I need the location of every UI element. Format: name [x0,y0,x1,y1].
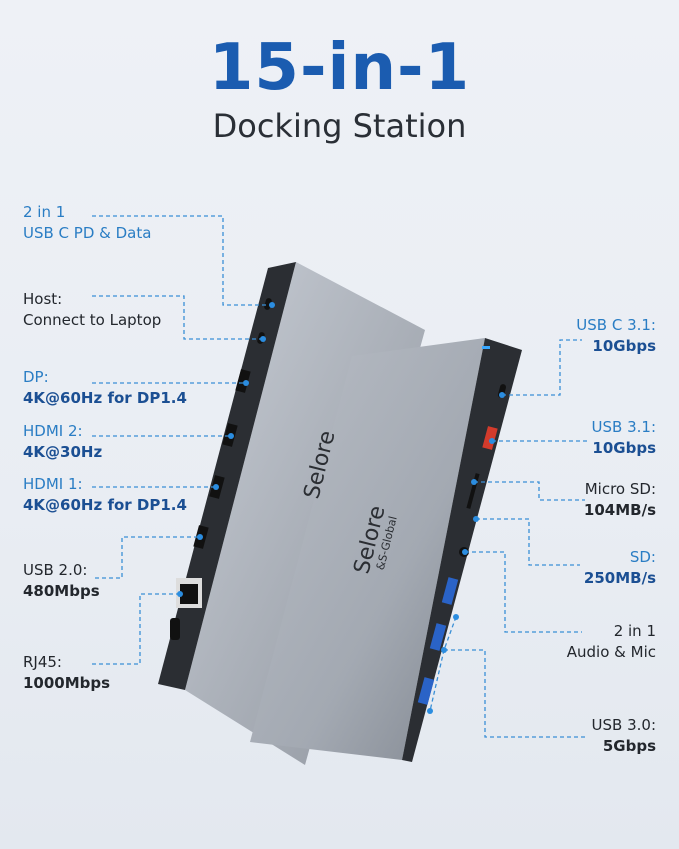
port-name: RJ45: [23,653,62,671]
port-spec: 4K@30Hz [23,443,103,461]
power-led [482,346,490,349]
port-spec: 104MB/s [583,501,656,519]
label-hdmi2: HDMI 2: 4K@30Hz [23,421,102,463]
port-name: USB C 3.1: [576,316,656,334]
label-host: Host: Connect to Laptop [23,289,161,331]
port-spec: 10Gbps [592,439,656,457]
usb-30-port-2 [429,623,447,651]
label-usb2: USB 2.0: 480Mbps [23,560,100,602]
port-spec: 480Mbps [23,582,100,600]
label-hdmi1: HDMI 1: 4K@60Hz for DP1.4 [23,474,187,516]
label-rj45: RJ45: 1000Mbps [23,652,110,694]
port-name: USB 3.0: [591,716,656,734]
label-usb-31: USB 3.1: 10Gbps [592,417,656,459]
port-spec: 1000Mbps [23,674,111,692]
port-spec: Connect to Laptop [23,311,162,329]
label-audio: 2 in 1 Audio & Mic [567,621,656,663]
port-name: HDMI 2: [23,422,83,440]
port-name: USB 3.1: [591,418,656,436]
label-micro-sd: Micro SD: 104MB/s [584,479,656,521]
callout-dots [177,302,505,714]
label-sd: SD: 250MB/s [584,547,656,589]
usb-30-port-1 [441,577,459,605]
port-spec: 4K@60Hz for DP1.4 [23,496,187,514]
usb-30-port-3 [417,677,435,705]
port-name: DP: [23,368,49,386]
port-name: SD: [629,548,656,566]
page-subtitle: Docking Station [212,107,467,145]
port-spec: 5Gbps [602,737,656,755]
usb-31-port [482,426,498,450]
port-name: 2 in 1 [613,622,656,640]
port-spec: Audio & Mic [566,643,656,661]
page-title: 15-in-1 [208,31,471,105]
port-spec: USB C PD & Data [23,224,152,242]
label-usb-c-31: USB C 3.1: 10Gbps [576,315,656,357]
dp-port [235,369,251,393]
port-spec: 10Gbps [592,337,656,355]
port-spec: 250MB/s [583,569,656,587]
port-name: Micro SD: [584,480,656,498]
label-dp: DP: 4K@60Hz for DP1.4 [23,367,187,409]
port-name: USB 2.0: [23,561,88,579]
label-usb-30: USB 3.0: 5Gbps [592,715,656,757]
label-usb-c-pd: 2 in 1 USB C PD & Data [23,202,151,244]
port-name: HDMI 1: [23,475,83,493]
port-name: Host: [23,290,63,308]
power-port [170,618,180,640]
port-name: 2 in 1 [23,203,66,221]
port-spec: 4K@60Hz for DP1.4 [23,389,187,407]
